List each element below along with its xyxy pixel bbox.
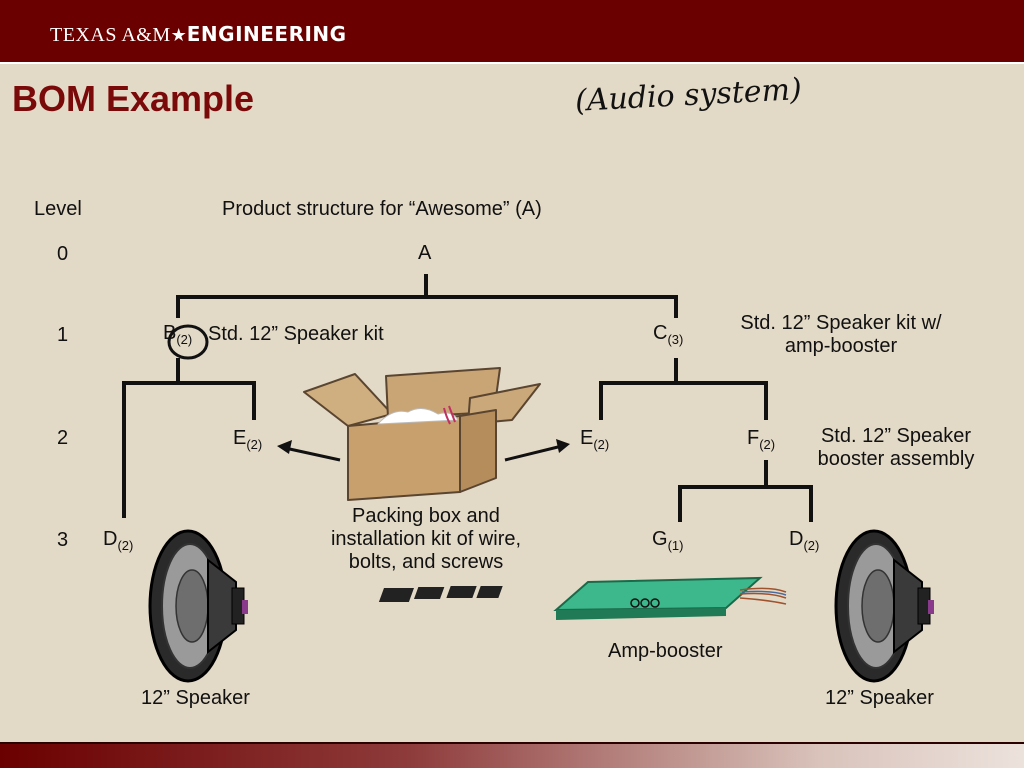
node-b-label: B — [163, 322, 177, 344]
header-bar: TEXAS A&M★ENGINEERING — [0, 0, 1024, 62]
level-heading: Level — [34, 198, 82, 220]
node-d-right-label: D — [789, 528, 804, 550]
annotation-circle — [167, 324, 209, 360]
speaker-left-image — [148, 529, 248, 683]
node-c-desc: Std. 12” Speaker kit w/ amp-booster — [740, 312, 942, 357]
header-divider — [0, 62, 1024, 64]
node-d-right-qty: (2) — [803, 538, 820, 553]
amp-booster-caption: Amp-booster — [608, 640, 723, 662]
level-0: 0 — [57, 243, 69, 265]
level-2: 2 — [57, 427, 69, 449]
level-3: 3 — [57, 529, 69, 551]
node-c-label: C — [653, 322, 668, 344]
node-g-qty: (1) — [667, 538, 684, 553]
node-f: F(2) — [747, 427, 775, 452]
level-1: 1 — [57, 324, 69, 346]
node-e-right-qty: (2) — [593, 437, 610, 452]
node-e-right: E(2) — [580, 427, 609, 452]
node-d-left-label: D — [103, 528, 118, 550]
node-c-qty: (3) — [667, 332, 684, 347]
footer-bar — [0, 744, 1024, 768]
node-f-label: F — [747, 427, 760, 449]
structure-heading: Product structure for “Awesome” (A) — [222, 198, 542, 220]
node-b: B(2) — [163, 322, 192, 347]
node-c: C(3) — [653, 322, 683, 347]
star-icon: ★ — [170, 25, 187, 46]
arrow-to-e-left — [277, 440, 341, 462]
node-e-left: E(2) — [233, 427, 262, 452]
node-b-qty: (2) — [176, 332, 193, 347]
packing-box-image — [303, 367, 541, 501]
node-g: G(1) — [652, 528, 683, 553]
brand-text: TEXAS A&M — [50, 24, 171, 46]
node-d-left-qty: (2) — [117, 538, 134, 553]
packing-box-caption: Packing box and installation kit of wire… — [330, 505, 522, 573]
speaker-right-image — [834, 529, 934, 683]
brand-logo: TEXAS A&M★ENGINEERING — [50, 22, 347, 47]
node-d-left: D(2) — [103, 528, 133, 553]
footer-divider — [0, 742, 1024, 744]
node-a: A — [418, 242, 432, 264]
node-e-left-qty: (2) — [246, 437, 263, 452]
node-e-left-label: E — [233, 427, 247, 449]
speaker-right-caption: 12” Speaker — [825, 687, 934, 709]
speaker-left-caption: 12” Speaker — [141, 687, 250, 709]
node-f-desc: Std. 12” Speaker booster assembly — [817, 425, 975, 470]
node-g-label: G — [652, 528, 668, 550]
node-b-desc: Std. 12” Speaker kit — [208, 323, 384, 345]
brand-engineering: ENGINEERING — [186, 22, 347, 46]
arrow-to-e-right — [504, 439, 570, 462]
node-f-qty: (2) — [759, 437, 776, 452]
amp-booster-image — [378, 576, 787, 620]
node-d-right: D(2) — [789, 528, 819, 553]
node-e-right-label: E — [580, 427, 594, 449]
slide-title: BOM Example — [12, 78, 255, 119]
